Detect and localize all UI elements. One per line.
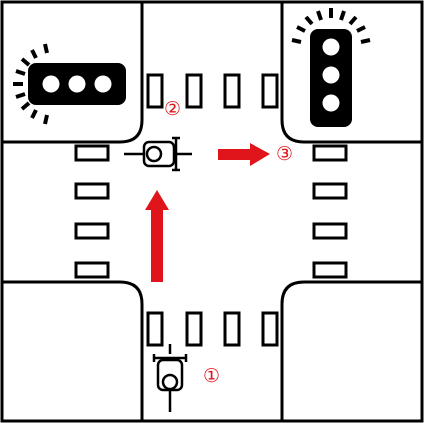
crosswalk-right xyxy=(312,144,348,279)
light-lamp xyxy=(94,75,112,93)
step-label-1: ① xyxy=(203,365,221,387)
crosswalk-top xyxy=(146,73,279,109)
light-lamp xyxy=(322,94,340,112)
corner-block-bottom-left xyxy=(0,280,144,423)
step-label-3: ③ xyxy=(276,143,294,165)
vertical-traffic-light xyxy=(291,8,371,127)
corner-block-bottom-right xyxy=(280,280,424,423)
crosswalk-bottom xyxy=(146,311,279,347)
light-lamp xyxy=(322,38,340,56)
light-glow-icon xyxy=(13,43,49,125)
crosswalk-left xyxy=(74,144,110,279)
step-label-2: ② xyxy=(164,98,182,120)
arrow-right-icon xyxy=(218,143,270,166)
light-lamp xyxy=(68,75,86,93)
motorcycle-icon xyxy=(124,136,192,172)
arrow-up-icon xyxy=(145,190,169,282)
light-glow-icon xyxy=(291,8,371,44)
horizontal-traffic-light xyxy=(13,43,126,125)
light-lamp xyxy=(42,75,60,93)
motorcycle-icon xyxy=(152,344,188,412)
light-lamp xyxy=(322,66,340,84)
